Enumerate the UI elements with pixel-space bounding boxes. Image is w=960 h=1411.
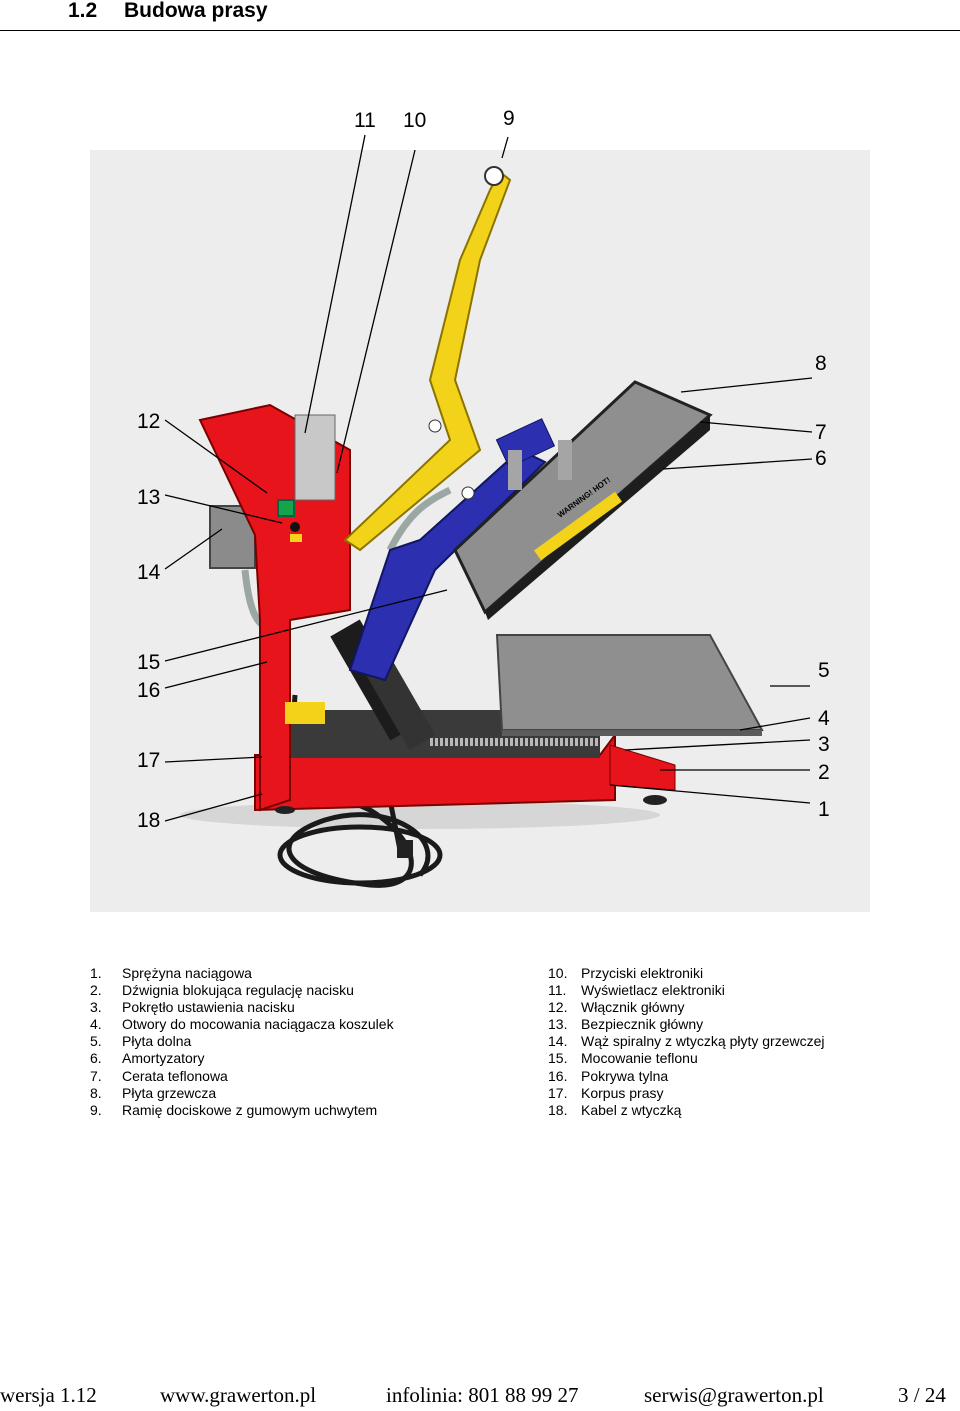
footer-email[interactable]: serwis@grawerton.pl (644, 1383, 824, 1407)
list-item: 1.Sprężyna naciągowa (90, 965, 252, 981)
list-item: 14.Wąż spiralny z wtyczką płyty grzewcze… (548, 1033, 825, 1050)
leader-3 (624, 739, 811, 751)
plug (397, 840, 413, 858)
leader-12 (164, 419, 268, 494)
callout-11: 11 (354, 109, 376, 132)
callout-1: 1 (818, 798, 830, 821)
list-item: 3.Pokrętło ustawienia nacisku (90, 999, 295, 1016)
callout-10: 10 (403, 109, 427, 132)
parts-list-right: 10.Przyciski elektroniki 11.Wyświetlacz … (548, 965, 825, 1119)
leader-15 (164, 589, 448, 662)
callout-2: 2 (818, 761, 830, 784)
callout-17: 17 (137, 749, 161, 772)
handle-bolt (428, 419, 442, 433)
callout-8: 8 (815, 352, 827, 375)
list-item: 4.Otwory do mocowania naciągacza koszule… (90, 1016, 394, 1033)
press-handle (343, 170, 512, 552)
list-item: 18.Kabel z wtyczką (548, 1101, 682, 1118)
leader-10 (336, 149, 416, 474)
pressure-spring (508, 450, 522, 490)
list-item: 2.Dźwignia blokująca regulację nacisku (90, 982, 354, 999)
callout-5: 5 (818, 659, 830, 682)
callout-14: 14 (137, 561, 161, 584)
list-item: 8.Płyta grzewcza (90, 1084, 217, 1101)
list-item: 6.Amortyzatory (90, 1050, 205, 1067)
page-footer: wersja 1.12 www.grawerton.pl infolinia: … (0, 1383, 960, 1411)
leader-13 (164, 494, 283, 524)
main-switch (277, 499, 295, 517)
base-foot (609, 744, 676, 791)
handle-bolt-2 (461, 486, 475, 500)
list-item: 13.Bezpiecznik główny (548, 1016, 704, 1033)
list-item: 5.Płyta dolna (90, 1033, 192, 1050)
leader-8 (680, 377, 813, 393)
control-panel (294, 414, 336, 501)
footer-website[interactable]: www.grawerton.pl (160, 1383, 317, 1407)
base-sticker (285, 702, 325, 724)
warning-sticker (290, 534, 302, 542)
section-title: Budowa prasy (124, 0, 268, 22)
leader-14 (164, 528, 223, 570)
leader-6 (662, 458, 813, 470)
callout-18: 18 (137, 809, 161, 832)
section-heading: 1.2 Budowa prasy (0, 0, 960, 31)
callout-12: 12 (137, 410, 161, 433)
callout-9: 9 (503, 107, 515, 130)
rubber-foot-rear (275, 806, 295, 814)
footer-version: wersja 1.12 (0, 1383, 97, 1407)
leader-18 (164, 793, 263, 822)
footer-hotline: infolinia: 801 88 99 27 (386, 1383, 579, 1407)
list-item: 17.Korpus prasy (548, 1084, 664, 1101)
callout-16: 16 (137, 679, 161, 702)
main-fuse (290, 522, 300, 532)
callout-4: 4 (818, 707, 830, 730)
leader-4 (739, 717, 811, 731)
footer-page-number: 3 / 24 (898, 1383, 946, 1407)
list-item: 9.Ramię dociskowe z gumowym uchwytem (90, 1101, 378, 1118)
list-item: 12.Włącznik główny (548, 999, 685, 1016)
leader-1 (609, 784, 811, 804)
section-number: 1.2 (68, 0, 98, 22)
leader-9 (501, 136, 509, 159)
handle-grip (484, 166, 504, 186)
callout-7: 7 (815, 421, 827, 444)
callout-15: 15 (137, 651, 161, 674)
list-item: 11.Wyświetlacz elektroniki (548, 982, 725, 999)
list-item: 7.Cerata teflonowa (90, 1067, 228, 1084)
leader-16 (164, 661, 268, 689)
leader-17 (164, 756, 263, 763)
list-item: 15.Mocowanie teflonu (548, 1050, 698, 1067)
heat-press-illustration: WARNING! HOT! (180, 166, 764, 888)
pressure-spring-2 (558, 440, 572, 480)
callout-6: 6 (815, 447, 827, 470)
list-item: 16.Pokrywa tylna (548, 1067, 669, 1084)
warning-label (534, 491, 622, 561)
list-item: 10.Przyciski elektroniki (548, 965, 704, 981)
callout-3: 3 (818, 733, 830, 756)
spiral-hose-upper (386, 486, 452, 552)
parts-list-left: 1.Sprężyna naciągowa 2.Dźwignia blokując… (90, 965, 394, 1119)
leader-11 (304, 134, 366, 434)
rubber-foot (643, 795, 667, 805)
callout-13: 13 (137, 486, 161, 509)
leader-7 (699, 421, 813, 433)
